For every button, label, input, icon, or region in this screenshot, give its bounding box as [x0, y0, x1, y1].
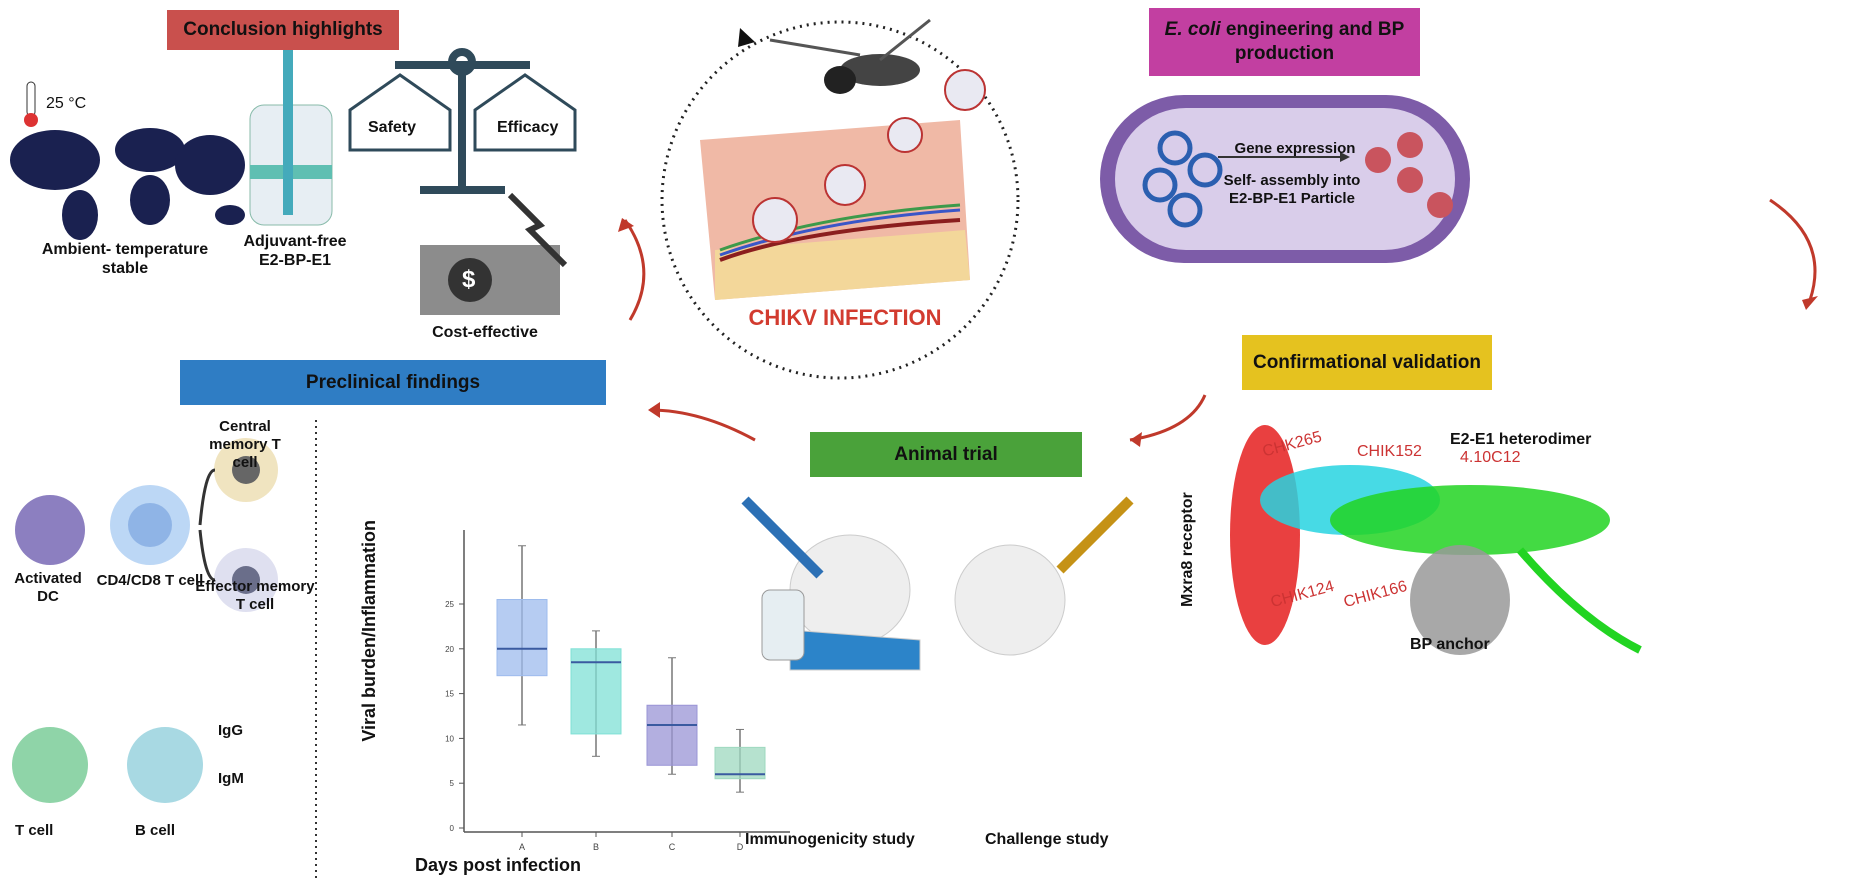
- conclusion-highlights-header: Conclusion highlights: [167, 10, 399, 50]
- gene-expression-label: Gene expression: [1234, 140, 1356, 157]
- y-tick-label: 15: [445, 690, 454, 699]
- y-tick-label: 20: [445, 645, 454, 654]
- chart-ylabel: Viral burden/Inflammation: [359, 519, 380, 742]
- box-C: [646, 704, 698, 766]
- heterodimer-label: E2-E1 heterodimer: [1450, 431, 1592, 448]
- ecoli-italic: E. coli: [1164, 19, 1221, 41]
- cycle-arrows: [623, 198, 1817, 442]
- y-tick-label: 5: [450, 779, 455, 788]
- effector-memory-label: Effector memory T cell: [195, 578, 315, 613]
- x-tick-label: B: [593, 842, 599, 852]
- ecoli-title-rest: engineering and BP production: [1220, 19, 1405, 64]
- confirmational-validation-header: Confirmational validation: [1242, 335, 1492, 390]
- y-tick-label: 10: [445, 734, 454, 743]
- box-A: [496, 599, 548, 677]
- preclinical-findings-header: Preclinical findings: [180, 360, 606, 405]
- syringe-icon-left: [741, 496, 824, 579]
- arrow-validation-to-animal: [1129, 394, 1207, 442]
- safety-label: Safety: [368, 119, 417, 136]
- self-assembly-label: Self- assembly into E2-BP-E1 Particle: [1223, 172, 1361, 207]
- antibody-label: 4.10C12: [1460, 449, 1521, 466]
- bp-anchor-label: BP anchor: [1410, 636, 1490, 653]
- efficacy-label: Efficacy: [497, 119, 559, 136]
- cycle-arrowhead-icon: [738, 28, 755, 47]
- immunogenicity-label: Immunogenicity study: [745, 831, 915, 848]
- central-memory-label: Central memory T cell: [209, 418, 281, 471]
- adjuvant-free-label: Adjuvant-free E2-BP-E1: [243, 233, 347, 270]
- ecoli-engineering-header: E. coli engineering and BP production: [1149, 8, 1420, 76]
- ambient-stable-label: Ambient- temperature stable: [41, 241, 209, 278]
- igg-label: IgG: [218, 722, 243, 739]
- cd4-cd8-label: CD4/CD8 T cell: [96, 572, 204, 589]
- immune-cells-illustration: [12, 438, 278, 803]
- vaccine-vial-icon: [761, 589, 805, 661]
- antibody-label: CHIK152: [1357, 443, 1422, 460]
- decline-arrow-icon: [507, 192, 568, 268]
- x-tick-label: D: [737, 842, 744, 852]
- dollar-sign-icon: $: [462, 266, 476, 293]
- t-cell-label: T cell: [15, 822, 54, 839]
- arrow-preclinical-to-conclusion: [623, 219, 646, 321]
- syringe-icon-right: [1056, 496, 1134, 574]
- x-tick-label: A: [519, 842, 525, 852]
- arrow-ecoli-to-validation: [1769, 198, 1817, 301]
- challenge-label: Challenge study: [985, 831, 1109, 848]
- arrow-animal-to-preclinical: [649, 408, 756, 442]
- cost-effective-label: Cost-effective: [432, 324, 538, 341]
- temperature-label: 25 °C: [46, 95, 87, 112]
- mouse-illustrations: [789, 534, 1066, 671]
- chikv-infection-label: CHIKV INFECTION: [748, 305, 942, 330]
- x-tick-label: C: [669, 842, 676, 852]
- y-tick-label: 25: [445, 600, 454, 609]
- syringe-icon: [283, 35, 293, 215]
- infection-cycle: [660, 20, 1020, 380]
- chart-xlabel: Days post infection: [415, 855, 582, 875]
- b-cell-label: B cell: [135, 822, 176, 839]
- activated-dc-label: Activated DC: [14, 570, 82, 605]
- balance-scale-icon: [395, 48, 530, 194]
- y-tick-label: 0: [450, 824, 455, 833]
- protein-structure-illustration: [1230, 425, 1642, 655]
- world-map-illustration: [10, 128, 245, 240]
- animal-trial-header: Animal trial: [810, 432, 1082, 477]
- igm-label: IgM: [218, 770, 244, 787]
- mosquito-illustration: [769, 18, 931, 94]
